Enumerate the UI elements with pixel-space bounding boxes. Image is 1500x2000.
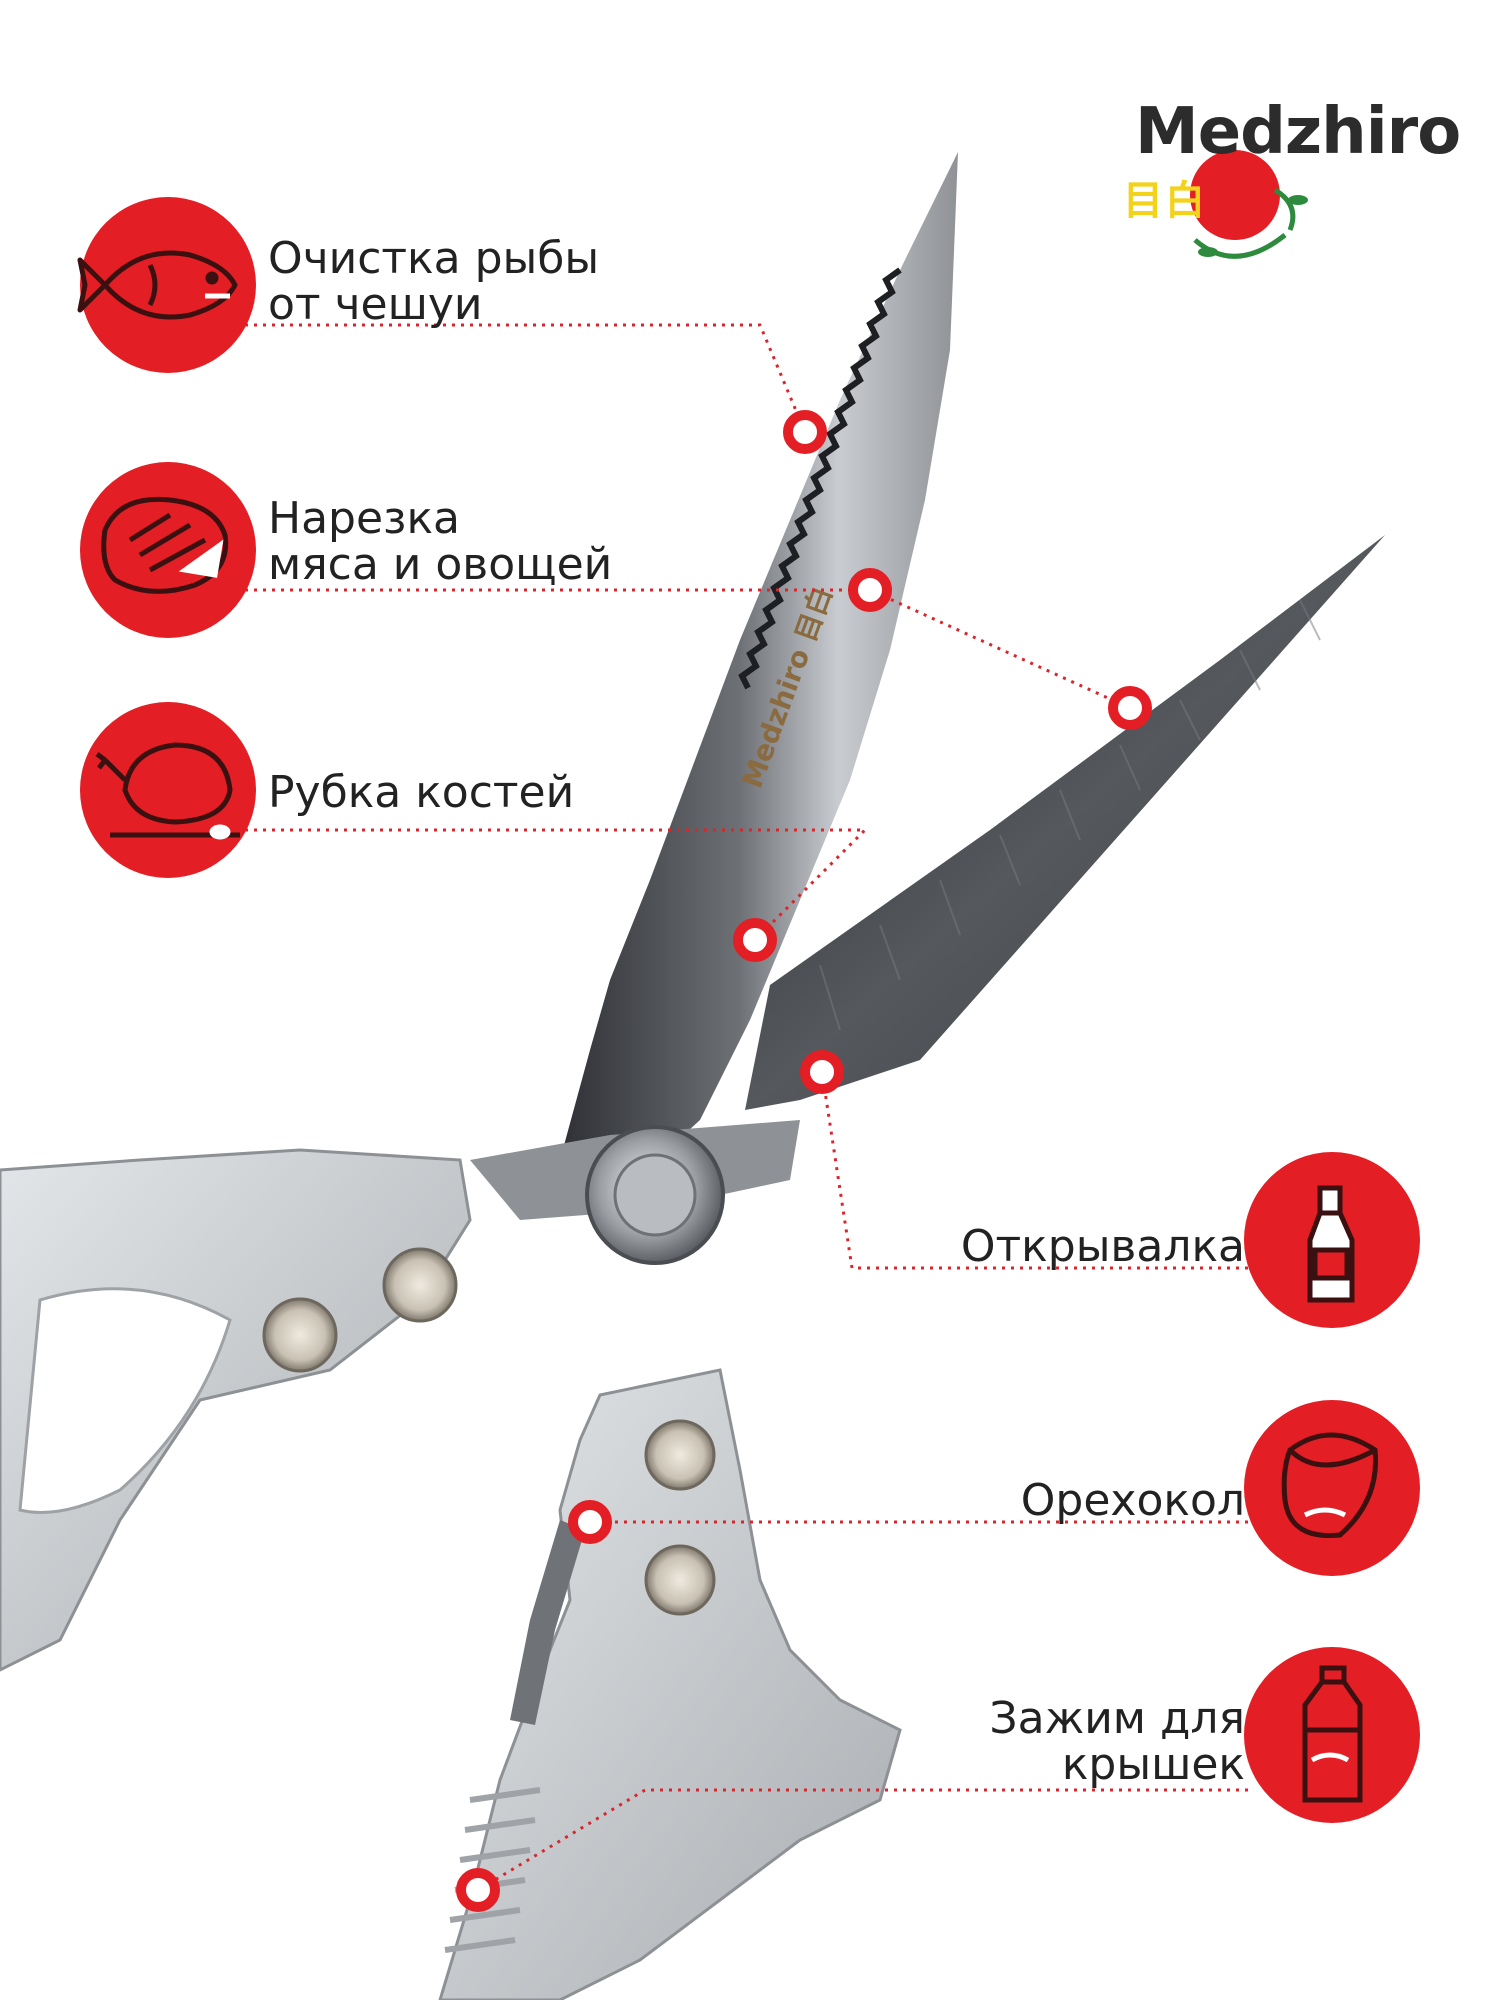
feature-line: мяса и овощей — [268, 539, 613, 590]
brand-kanji: 目白 — [1123, 178, 1207, 224]
bottle-icon — [1307, 1185, 1355, 1303]
feature-label-nutcracker: Орехокол — [1021, 1478, 1245, 1524]
serrated-blade — [560, 152, 958, 1175]
nut-icon — [1281, 1432, 1379, 1539]
feature-line: Орехокол — [1020, 1475, 1245, 1526]
right-handle — [438, 1368, 902, 2000]
marker-nut — [568, 1500, 612, 1544]
plastic-bottle-icon — [1302, 1665, 1363, 1803]
feature-label-cap-grip: Зажим для крышек — [989, 1696, 1245, 1788]
steak-icon — [101, 496, 229, 594]
feature-line: крышек — [1061, 1739, 1245, 1790]
brand-logo — [1190, 150, 1308, 259]
feature-line: Нарезка — [268, 493, 460, 544]
leader-lines — [245, 323, 1248, 1892]
feature-label-meat-veg: Нарезка мяса и овощей — [268, 496, 612, 588]
marker-fish — [783, 410, 827, 454]
feature-label-fish-scaler: Очистка рыбы от чешуи — [268, 236, 599, 328]
rivet — [382, 1247, 458, 1323]
nutcracker-teeth — [510, 1520, 585, 1725]
fish-icon — [77, 250, 238, 320]
feature-line: Рубка костей — [268, 767, 575, 818]
feature-line: от чешуи — [268, 279, 483, 330]
blade-texture — [819, 599, 1321, 1031]
marker-opener — [800, 1050, 844, 1094]
leader-opener — [820, 1071, 1248, 1270]
feature-label-bone-chop: Рубка костей — [268, 770, 574, 816]
chicken-icon — [95, 742, 240, 840]
badge-fish — [77, 197, 256, 373]
badge-bottle — [1244, 1152, 1420, 1328]
badge-meat — [80, 462, 256, 638]
leader-fish — [245, 323, 807, 433]
feature-line: Зажим для — [989, 1693, 1245, 1744]
marker-meat-1 — [848, 568, 892, 612]
marker-cap — [456, 1868, 500, 1912]
straight-blade — [745, 535, 1385, 1110]
feature-label-bottle-opener: Открывалка — [961, 1224, 1245, 1270]
badge-cap — [1244, 1647, 1420, 1823]
badge-chicken — [80, 702, 256, 878]
left-handle — [0, 1148, 472, 1672]
rivet — [262, 1297, 338, 1373]
serration — [738, 267, 902, 690]
marker-bone — [733, 918, 777, 962]
rivet — [644, 1544, 716, 1616]
kitchen-scissors: Medzhiro 目白 — [0, 152, 1385, 2000]
leader-cap — [477, 1788, 1248, 1892]
leader-meat — [245, 588, 1131, 710]
badge-nut — [1244, 1400, 1420, 1576]
feature-line: Очистка рыбы — [268, 233, 600, 284]
brand-name: Medzhiro — [1135, 95, 1461, 169]
rivet — [644, 1419, 716, 1491]
callout-markers — [456, 410, 1152, 1912]
marker-meat-2 — [1108, 686, 1152, 730]
feature-line: Открывалка — [960, 1221, 1245, 1272]
